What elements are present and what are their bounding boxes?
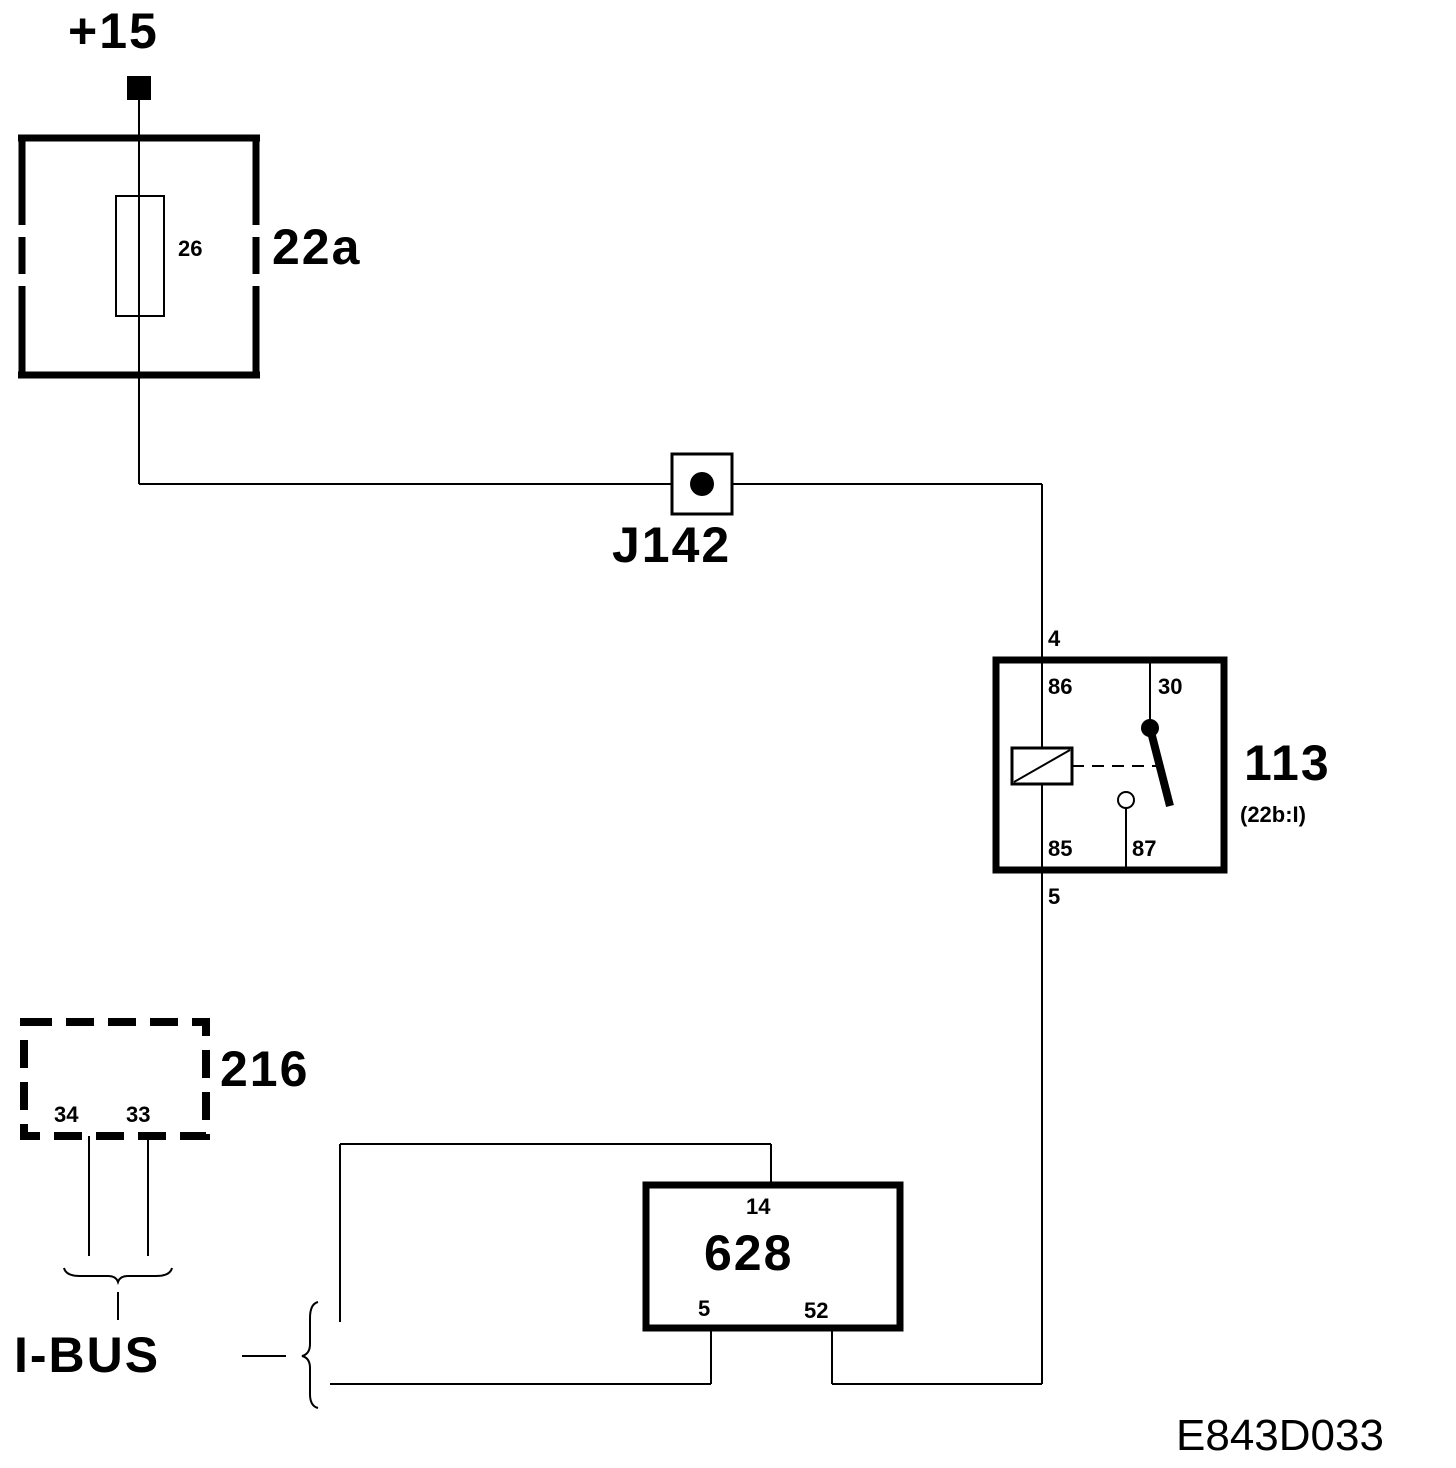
- bus-brace-vertical: [301, 1301, 319, 1409]
- module-628-pin-14: 14: [746, 1194, 771, 1219]
- junction-dot: [690, 472, 714, 496]
- supply-terminal: [127, 76, 151, 100]
- relay-terminal-85: 85: [1048, 836, 1072, 861]
- junction-id: J142: [612, 517, 731, 573]
- relay-id: 113: [1244, 735, 1331, 791]
- diagram-code: E843D033: [1176, 1411, 1384, 1460]
- relay-pin-out: 5: [1048, 884, 1060, 909]
- relay-terminal-87: 87: [1132, 836, 1156, 861]
- fuse-number: 26: [178, 236, 202, 261]
- relay-contact-87: [1117, 791, 1135, 809]
- module-628-id: 628: [704, 1225, 793, 1281]
- relay-location: (22b:I): [1240, 802, 1306, 827]
- bus-label: I-BUS: [14, 1327, 160, 1383]
- junction-j142: [670, 452, 734, 516]
- module-216-pin-34: 34: [54, 1102, 79, 1127]
- module-628-pin-52: 52: [804, 1298, 828, 1323]
- fuse-box-id: 22a: [272, 219, 361, 275]
- relay-terminal-86: 86: [1048, 674, 1072, 699]
- bus-brace-horizontal: [63, 1267, 173, 1286]
- relay-113: [992, 656, 1228, 874]
- supply-label: +15: [68, 3, 159, 59]
- relay-pin-in: 4: [1048, 626, 1061, 651]
- wires: [88, 100, 1043, 1385]
- module-628: [642, 1181, 904, 1332]
- module-216: [20, 1018, 210, 1140]
- relay-terminal-30: 30: [1158, 674, 1182, 699]
- relay-coil-slash: [1013, 749, 1071, 783]
- module-628-pin-5: 5: [698, 1296, 710, 1321]
- module-216-id: 216: [220, 1041, 309, 1097]
- relay-contact-arm: [1146, 727, 1174, 807]
- module-216-pin-33: 33: [126, 1102, 150, 1127]
